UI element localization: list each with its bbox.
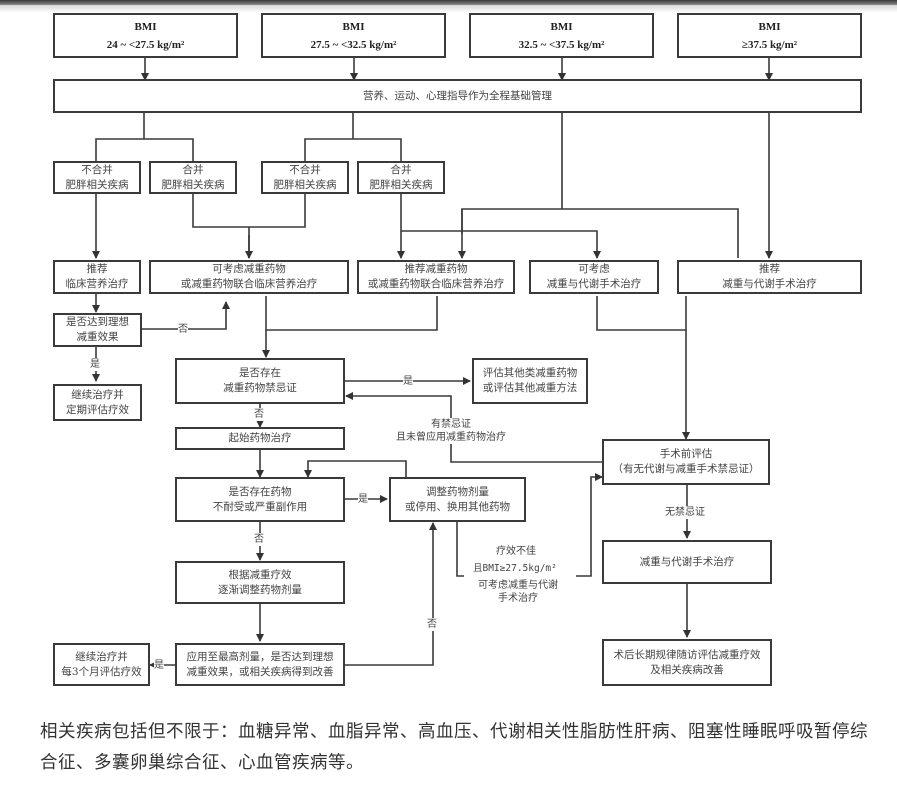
bmi-title: BMI [550,20,573,33]
line-base-to-surgery-row [461,112,739,258]
label-no-contra: 否 [254,408,264,421]
arrow-poor-preop [576,473,603,577]
recommend-surgery-box: 推荐 减重与代谢手术治疗 [677,260,862,294]
arrow-yes2-consider-surgery [401,230,601,259]
label-poor-effect: 疗效不佳 [496,545,536,558]
label-no-maxdose: 否 [427,618,437,631]
continue-periodic-box: 继续治疗并 定期评估疗效 [53,384,142,421]
surgery-box: 减重与代谢手术治疗 [602,540,772,584]
start-drug-box: 起始药物治疗 [175,427,345,450]
bmi-title: BMI [342,20,365,33]
arrow-maxdose-no [344,522,437,666]
bmi-title: BMI [134,20,157,33]
label-yes-intolerance: 是 [358,493,368,506]
postop-followup-box: 术后长期规律随访评估减重疗效 及相关疾病改善 [602,639,772,686]
max-dose-decision: 应用至最高剂量，是否达到理想 减重效果，或相关疾病得到改善 [175,643,345,686]
label-consider-surgery: 可考虑减重与代谢 手术治疗 [478,579,558,605]
intolerance-decision: 是否存在药物 不耐受或严重副作用 [175,477,345,522]
ideal-effect-decision: 是否达到理想 减重效果 [53,313,142,347]
bmi-title: BMI [758,20,781,33]
footnote: 相关疾病包括但不限于：血糖异常、血脂异常、高血压、代谢相关性脂肪性肝病、阻塞性睡… [40,722,868,773]
label-no-intolerance: 否 [254,533,264,546]
bmi-range: 32.5 ~ <37.5 kg/m² [518,38,605,51]
label-yes-ideal: 是 [90,358,100,371]
adjust-dose-box: 调整药物剂量 或停用、换用其他药物 [389,477,526,522]
label-yes-maxdose: 是 [154,659,164,672]
arrow-adjust-loop [304,460,407,478]
bmi-box-27.5-32.5: BMI 27.5 ~ <32.5 kg/m² [261,13,446,58]
bmi-box-32.5-37.5: BMI 32.5 ~ <37.5 kg/m² [469,13,654,58]
base-management-box: 营养、运动、心理指导作为全程基础管理 [53,79,862,113]
line-base-split-left [95,112,194,161]
window-top-shade [0,5,897,13]
line-consider-surgery-down [596,296,686,331]
bmi-box-37.5-plus: BMI ≥37.5 kg/m² [677,13,862,58]
label-has-contra: 有禁忌证 且未曾应用减重药物治疗 [396,418,506,444]
no-comorbidity-box-2: 不合并 肥胖相关疾病 [261,161,349,194]
bmi-range: ≥37.5 kg/m² [741,38,798,51]
label-no-ideal: 否 [178,323,188,336]
label-bmi-threshold: 且BMI≥27.5kg/m² [473,562,557,575]
comorbidity-box-1: 合并 肥胖相关疾病 [149,161,237,194]
line-adjust-poor [456,522,464,577]
contraindication-decision: 是否存在 减重药物禁忌证 [175,358,345,404]
consider-surgery-box: 可考虑 减重与代谢手术治疗 [529,260,659,294]
label-no-contra-surgery: 无禁忌证 [665,506,705,519]
gradual-adjust-box: 根据减重疗效 逐渐调整药物剂量 [175,561,345,604]
bmi-range: 27.5 ~ <32.5 kg/m² [310,38,397,51]
recommend-drug-box: 推荐减重药物 或减重药物联合临床营养治疗 [357,260,515,294]
arrow-ideal-no [142,301,230,330]
bmi-box-24-27.5: BMI 24 ~ <27.5 kg/m² [53,13,238,58]
label-yes-contra: 是 [403,375,413,388]
line-rec-drug-down [266,296,438,331]
continue-3month-box: 继续治疗并 每3个月评估疗效 [53,643,150,686]
line-base-split-mid [304,112,402,161]
evaluate-other-box: 评估其他类减重药物 或评估其他减重方法 [472,358,588,404]
recommend-nutrition-box: 推荐 临床营养治疗 [53,260,141,294]
window-top-bar [0,0,897,5]
comorbidity-box-2: 合并 肥胖相关疾病 [357,161,445,194]
no-comorbidity-box-1: 不合并 肥胖相关疾病 [53,161,141,194]
bmi-range: 24 ~ <27.5 kg/m² [106,38,185,51]
consider-drug-box: 可考虑减重药物 或减重药物联合临床营养治疗 [149,260,349,294]
preop-evaluation-box: 手术前评估 （有无代谢与减重手术禁忌证） [602,439,770,485]
